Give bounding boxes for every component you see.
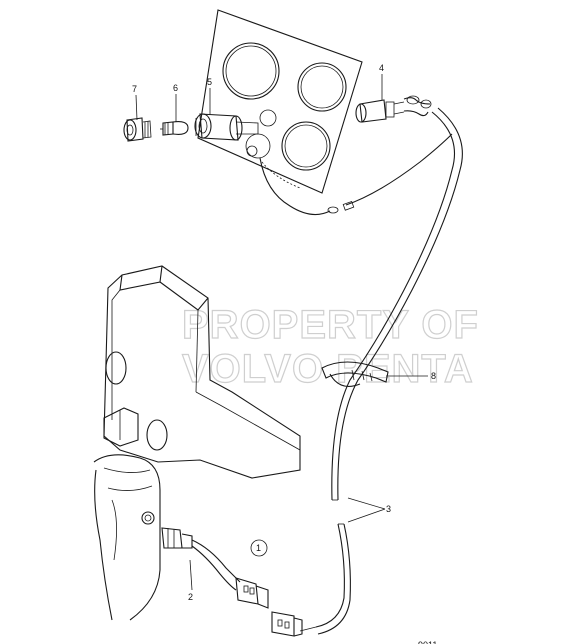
callout-1: 1 xyxy=(256,543,261,553)
harness-end-connector xyxy=(271,611,303,637)
callout-8: 8 xyxy=(431,371,436,381)
watermark-line1: PROPERTY OF xyxy=(182,303,479,347)
callout-7: 7 xyxy=(132,84,137,94)
callouts: 7 6 5 4 8 3 2 1 xyxy=(132,63,436,602)
sender-part-2 xyxy=(141,511,269,609)
callout-4: 4 xyxy=(379,63,384,73)
bulb-part-6 xyxy=(160,121,189,136)
cable-clamp-part-8 xyxy=(321,361,389,387)
callout-5: 5 xyxy=(207,77,212,87)
watermark-line2: VOLVO PENTA xyxy=(182,347,474,391)
engine-block xyxy=(93,265,301,621)
callout-6: 6 xyxy=(173,83,178,93)
watermark: PROPERTY OF VOLVO PENTA xyxy=(181,302,479,391)
callout-2: 2 xyxy=(188,592,193,602)
lamp-holder-part-5 xyxy=(194,113,259,141)
leader-lines xyxy=(135,74,428,591)
callout-3: 3 xyxy=(386,504,391,514)
figure-number: 9011 xyxy=(418,640,437,644)
lamp-cap-part-7 xyxy=(123,117,152,142)
connector-part-4 xyxy=(355,95,432,123)
callout-1-circle xyxy=(250,539,268,557)
panel-ground-wire xyxy=(259,133,453,216)
harness-cable-part-3 xyxy=(299,107,463,635)
instrument-panel xyxy=(197,9,363,194)
